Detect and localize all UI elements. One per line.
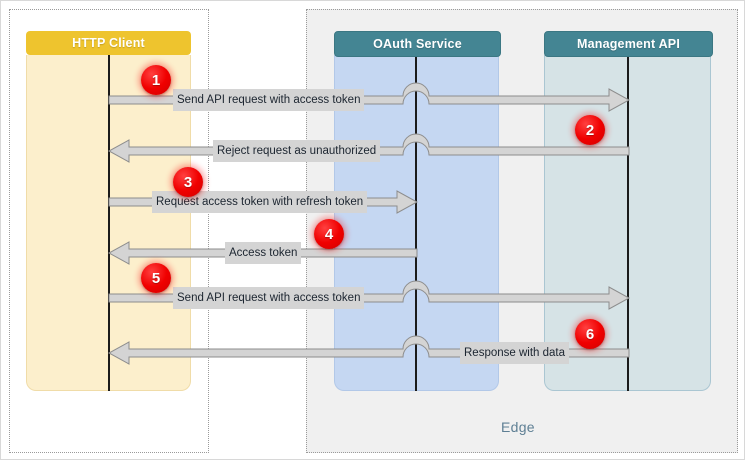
message-arrow-1 xyxy=(108,82,631,112)
lifeline-management-api xyxy=(627,55,629,391)
participant-http-client: HTTP Client xyxy=(26,31,191,391)
step-badge-4: 4 xyxy=(314,219,344,249)
step-badge-6: 6 xyxy=(575,319,605,349)
participant-header-http-client: HTTP Client xyxy=(26,31,191,55)
lifeline-http-client xyxy=(108,55,110,391)
lifeline-oauth-service xyxy=(415,55,417,391)
message-arrow-3 xyxy=(108,190,419,214)
message-arrow-2 xyxy=(107,133,630,163)
step-badge-2: 2 xyxy=(575,115,605,145)
group-box-client xyxy=(9,9,209,453)
message-arrow-4 xyxy=(107,241,418,265)
participant-header-oauth-service: OAuth Service xyxy=(334,31,501,57)
message-arrow-6 xyxy=(107,335,630,365)
step-badge-1: 1 xyxy=(141,65,171,95)
group-label-edge: Edge xyxy=(501,419,535,435)
message-arrow-5 xyxy=(108,280,631,310)
step-badge-3: 3 xyxy=(173,167,203,197)
step-badge-5: 5 xyxy=(141,263,171,293)
participant-header-management-api: Management API xyxy=(544,31,713,57)
